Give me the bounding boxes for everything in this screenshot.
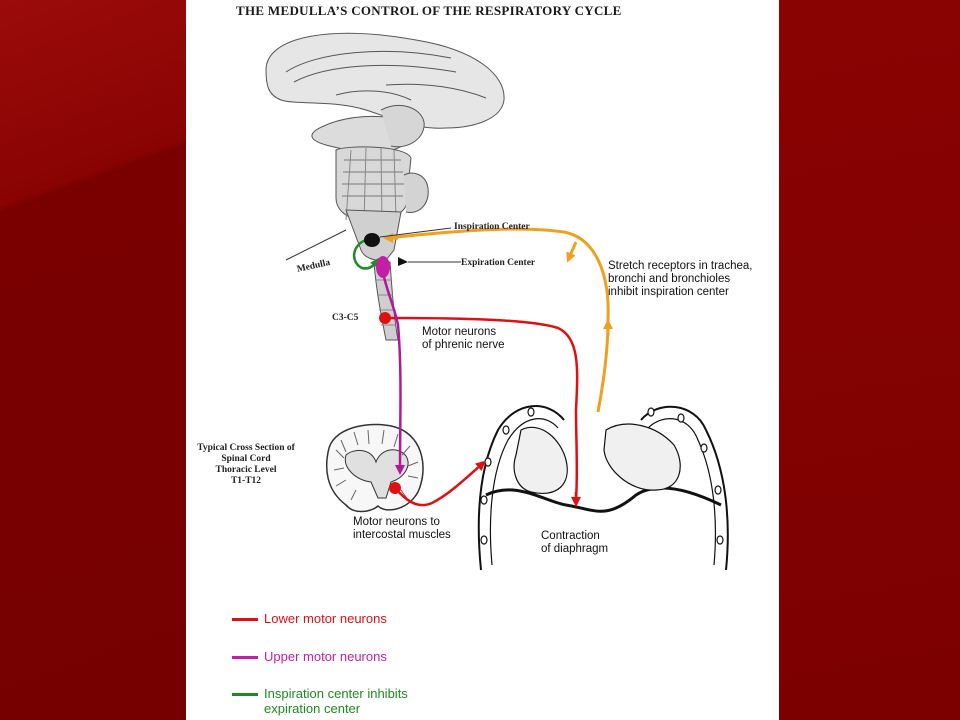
- xsec-label-line2: Spinal Cord: [221, 454, 271, 464]
- left-lung: [513, 426, 568, 494]
- inspiration-center-marker: [364, 233, 380, 247]
- slide-title: THE MEDULLA’S CONTROL OF THE RESPIRATORY…: [236, 3, 622, 18]
- phrenic-label-line2: of phrenic nerve: [422, 339, 505, 351]
- background-right: [779, 0, 960, 720]
- respiratory-diagram: [265, 32, 729, 571]
- phrenic-nerve-path: [384, 316, 579, 501]
- legend-swatch-inhibit: [232, 693, 258, 696]
- intercostal-path: [394, 460, 486, 507]
- phrenic-label: Motor neurons of phrenic nerve: [422, 326, 504, 352]
- c3-c5-neuron-dot: [379, 312, 391, 324]
- background-left: [0, 0, 186, 720]
- expiration-center-marker: [376, 256, 390, 278]
- legend-inhibit: Inspiration center inhibits expiration c…: [264, 686, 408, 716]
- upper-motor-path: [380, 267, 406, 475]
- diaphragm-line: [485, 486, 722, 513]
- legend-inhibit-line2: expiration center: [264, 701, 361, 716]
- brain-sketch: [265, 32, 505, 341]
- medulla-pointer-line: [285, 229, 347, 261]
- diaphragm-label: Contraction of diaphragm: [541, 530, 608, 556]
- stretch-label-line3: inhibit inspiration center: [608, 286, 729, 298]
- stretch-label-line2: bronchi and bronchioles: [608, 273, 731, 285]
- stretch-label-line1: Stretch receptors in trachea,: [608, 260, 753, 272]
- inspiration-pointer-line: [379, 227, 452, 238]
- intercostal-label: Motor neurons to intercostal muscles: [353, 516, 451, 542]
- rib-marks: [480, 407, 724, 545]
- xsec-label-line4: T1-T12: [230, 476, 262, 486]
- inspiration-center-label: Inspiration Center: [454, 222, 530, 232]
- expiration-center-label: Expiration Center: [461, 258, 536, 268]
- spinal-cross-section: [325, 423, 424, 513]
- stretch-feedback-path: [385, 227, 610, 413]
- intercostal-label-line1: Motor neurons to: [353, 516, 440, 528]
- intercostal-label-line2: intercostal muscles: [353, 529, 451, 541]
- stretch-arrow-upper: [566, 241, 578, 263]
- legend-upper-motor: Upper motor neurons: [264, 649, 387, 664]
- inhibit-path: [353, 238, 379, 270]
- c3-c5-label: C3-C5: [332, 313, 359, 323]
- diaphragm-label-line2: of diaphragm: [541, 543, 609, 555]
- slide-panel: THE MEDULLA’S CONTROL OF THE RESPIRATORY…: [186, 0, 779, 720]
- right-lung: [603, 423, 681, 491]
- legend-inhibit-line1: Inspiration center inhibits: [264, 686, 408, 701]
- legend-swatch-lower: [232, 618, 258, 621]
- thorax-right-wall: [640, 405, 729, 571]
- xsec-label-line1: Typical Cross Section of: [197, 443, 295, 453]
- legend-lower-motor: Lower motor neurons: [264, 611, 387, 626]
- expiration-pointer: [398, 257, 408, 266]
- thorax-left-wall: [477, 405, 565, 571]
- legend-swatch-upper: [232, 656, 258, 659]
- xsec-label-line3: Thoracic Level: [215, 465, 277, 475]
- intercostal-neuron-dot: [389, 482, 401, 494]
- diaphragm-label-line1: Contraction: [541, 530, 600, 542]
- stretch-receptors-label: Stretch receptors in trachea, bronchi an…: [608, 260, 752, 299]
- thorax: [477, 405, 729, 571]
- phrenic-label-line1: Motor neurons: [422, 326, 497, 338]
- cross-section-label: Typical Cross Section of Spinal Cord Tho…: [186, 443, 306, 487]
